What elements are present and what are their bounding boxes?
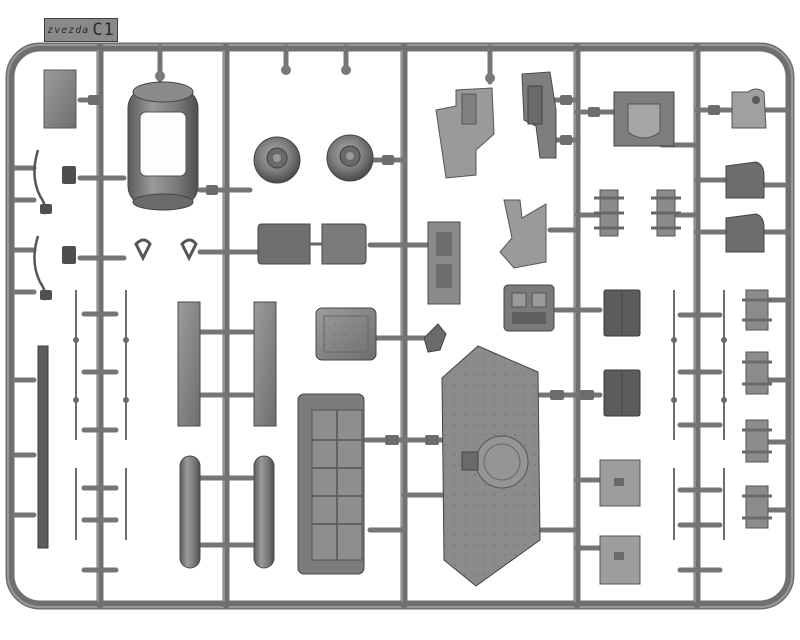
part-ladder-left bbox=[75, 290, 127, 540]
top-stubs bbox=[157, 44, 493, 85]
part-angled-plate bbox=[499, 199, 547, 269]
comb-teeth-right bbox=[742, 298, 772, 520]
part-dark-box-a bbox=[603, 289, 641, 337]
part-comb-right-stack bbox=[745, 289, 769, 529]
part-hatch-frame bbox=[613, 91, 675, 147]
part-strip-left bbox=[177, 301, 201, 427]
part-dark-box-b bbox=[603, 369, 641, 417]
part-bracket-cluster-top bbox=[435, 87, 495, 179]
sprue-code-label: C1 bbox=[92, 20, 115, 40]
sprue-frame bbox=[5, 42, 795, 610]
part-wheel-left bbox=[253, 136, 301, 184]
part-long-rod bbox=[37, 345, 49, 549]
part-capsule-left bbox=[179, 455, 201, 569]
part-wheel-right bbox=[326, 134, 374, 182]
part-ladder-right bbox=[673, 290, 725, 540]
part-radiator-grille bbox=[297, 393, 365, 575]
part-notched-plate bbox=[731, 88, 767, 129]
part-fender-pair bbox=[257, 223, 367, 265]
part-curved-guard-a bbox=[725, 161, 765, 199]
part-mount-bracket bbox=[427, 221, 461, 305]
part-light-box-a bbox=[599, 459, 641, 507]
part-shackle bbox=[134, 238, 198, 262]
sprue-code-tag: zvezda C1 bbox=[44, 18, 118, 42]
part-light-box-b bbox=[599, 535, 641, 585]
part-small-plate bbox=[43, 69, 77, 129]
part-hinge-block bbox=[503, 284, 555, 332]
part-small-horn bbox=[423, 323, 447, 353]
part-capsule-right bbox=[253, 455, 275, 569]
part-comb-small-a bbox=[594, 189, 624, 237]
part-strip-right bbox=[253, 301, 277, 427]
part-bracket-tall bbox=[521, 71, 557, 159]
part-square-panel bbox=[315, 307, 377, 361]
part-curved-guard-b bbox=[725, 213, 765, 253]
part-comb-small-b bbox=[651, 189, 681, 237]
part-cylinder-tank bbox=[127, 81, 199, 211]
part-hull-plate bbox=[441, 345, 541, 587]
logo-text: zvezda bbox=[47, 24, 90, 36]
